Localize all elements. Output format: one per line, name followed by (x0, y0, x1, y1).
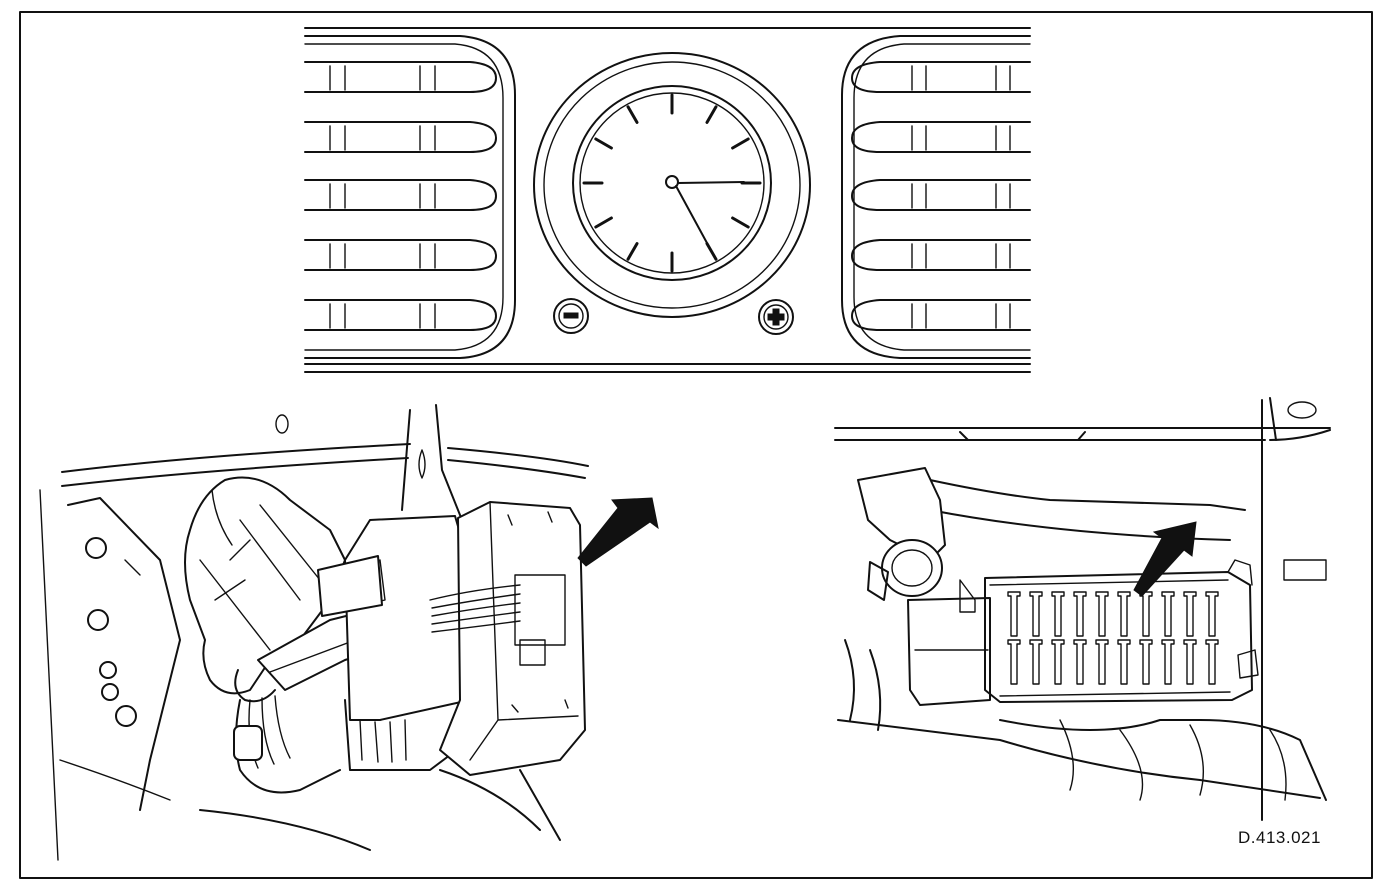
vent-louver (304, 121, 497, 153)
fuse (1073, 639, 1087, 685)
fuse (1161, 639, 1175, 685)
vent-louver (851, 239, 1031, 271)
minus-icon (563, 312, 579, 319)
fuse (1007, 639, 1021, 685)
right-vent-louvers (851, 61, 1031, 331)
fuse (1051, 639, 1065, 685)
clock-hour-mark (594, 216, 613, 229)
fuse (1095, 639, 1109, 685)
fuse-array (1007, 591, 1219, 685)
vent-louver-rib (911, 65, 1011, 91)
left-vent-louvers (304, 61, 497, 331)
fuse (1029, 639, 1043, 685)
clock-hour-mark (626, 242, 639, 261)
clock-hour-mark (626, 105, 639, 124)
fuse (1117, 639, 1131, 685)
vent-louver (304, 179, 497, 211)
vent-louver-rib (329, 65, 436, 91)
arrow-icon (1133, 521, 1197, 597)
vent-louver-rib (329, 183, 436, 209)
fuse (1073, 591, 1087, 637)
right-vent-frame (841, 35, 1031, 359)
vent-louver (851, 61, 1031, 93)
fuse (1117, 591, 1131, 637)
vent-louver (304, 61, 497, 93)
minus-button (553, 298, 589, 334)
top-panel-clock-vents (304, 27, 1031, 373)
fuse (1095, 591, 1109, 637)
clock-hour-marks (582, 93, 762, 273)
fuse (1205, 639, 1219, 685)
vent-louver-rib (329, 243, 436, 269)
clock-hour-mark (705, 105, 718, 124)
plus-icon (767, 308, 785, 326)
fuse (1183, 639, 1197, 685)
analog-clock (533, 52, 811, 318)
clock-hour-mark (705, 242, 718, 261)
gloved-hand (184, 476, 346, 695)
socket-housing (439, 501, 586, 776)
multiplug-body (344, 515, 471, 721)
arrow-icon (577, 497, 659, 567)
vent-louver-rib (911, 243, 1011, 269)
clock-center-pin (665, 175, 679, 189)
fuse (1205, 591, 1219, 637)
bottom-right-fusebox-view (834, 397, 1331, 821)
clock-hour-mark (731, 216, 750, 229)
clock-minute-hand (675, 185, 708, 244)
bottom-left-connector-view (39, 404, 589, 861)
fuse (1139, 591, 1153, 637)
vent-louver (304, 239, 497, 271)
vent-louver (851, 299, 1031, 331)
fuse (1007, 591, 1021, 637)
fuse (1183, 591, 1197, 637)
fuse (1029, 591, 1043, 637)
fusebox-body (984, 571, 1253, 703)
fuse (1161, 591, 1175, 637)
clock-hour-mark (731, 137, 750, 150)
vent-louver-rib (329, 125, 436, 151)
vent-louver (304, 299, 497, 331)
fuse (1139, 639, 1153, 685)
clock-hour-hand (677, 181, 745, 184)
figure-reference-code: D.413.021 (1238, 828, 1321, 847)
fuse (1051, 591, 1065, 637)
plus-button (758, 299, 794, 335)
vent-louver-rib (911, 183, 1011, 209)
round-connector (881, 539, 943, 597)
vent-louver-rib (911, 125, 1011, 151)
vent-louver-rib (911, 303, 1011, 329)
vent-louver (851, 179, 1031, 211)
vent-louver (851, 121, 1031, 153)
vent-louver-rib (329, 303, 436, 329)
outer-border (19, 11, 1373, 879)
left-vent-frame (304, 35, 516, 359)
clock-hour-mark (594, 137, 613, 150)
